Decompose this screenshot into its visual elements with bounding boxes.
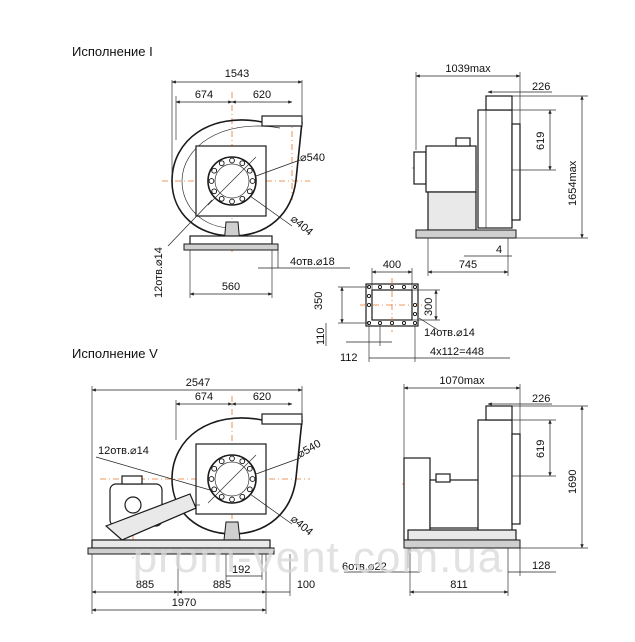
v5-side-small-label: 128 xyxy=(532,560,550,572)
title-variant-1: Исполнение I xyxy=(72,44,153,59)
v1-left-offset-label: 674 xyxy=(195,89,213,101)
v5-side-motor xyxy=(429,479,481,529)
flange-height-label: 300 xyxy=(423,298,435,316)
v5-width-label: 2547 xyxy=(186,377,210,389)
v5-side-motor-cover xyxy=(403,457,431,541)
v5-inlet-circle xyxy=(207,454,257,504)
v5-front-view: 2547 674 620 12отв.⌀14 ⌀540 ⌀404 192 885… xyxy=(87,377,323,614)
flange-left-small-label: 110 xyxy=(315,327,327,345)
v1-outlet-flange xyxy=(261,115,303,127)
v1-base-width-label: 560 xyxy=(222,281,240,293)
flange-bottom-small-label: 112 xyxy=(340,352,358,364)
watermark: prom-vent.com.ua xyxy=(133,533,504,582)
v5-holes-label: 12отв.⌀14 xyxy=(98,445,149,457)
v5-small-label: 192 xyxy=(232,564,250,576)
v1-holes-label: 12отв.⌀14 xyxy=(153,247,165,298)
v5-foot-holes-label: 6отв.⌀22 xyxy=(342,561,387,573)
v5-side-casing xyxy=(477,419,513,533)
v1-front-view: 1543 674 620 ⌀540 ⌀404 12отв.⌀14 560 4от… xyxy=(153,68,350,298)
v1-width-label: 1543 xyxy=(225,68,249,80)
flange-width-label: 400 xyxy=(383,259,401,271)
v1-outlet-offset-label: 226 xyxy=(532,81,550,93)
v1-inlet-circle xyxy=(207,156,257,206)
flange-holes-label: 14отв.⌀14 xyxy=(424,327,475,339)
v1-motor xyxy=(425,145,477,193)
outlet-flange-view: 400 300 350 110 14отв.⌀14 112 4x112=448 xyxy=(313,259,510,364)
v5-side-base xyxy=(403,539,521,549)
v5-base-1-label: 885 xyxy=(136,579,154,591)
v1-inlet-diameter-label: ⌀540 xyxy=(300,152,325,164)
title-variant-5: Исполнение V xyxy=(72,346,158,361)
v5-right-offset-label: 620 xyxy=(253,391,271,403)
v1-base xyxy=(183,243,279,251)
v1-outlet-height-label: 619 xyxy=(535,132,547,150)
v1-casing xyxy=(477,109,513,229)
v5-left-offset-label: 674 xyxy=(195,391,213,403)
flange-holes xyxy=(366,284,418,326)
v1-foot-holes-label: 4отв.⌀18 xyxy=(290,256,335,268)
flange-left-height-label: 350 xyxy=(313,292,325,310)
v5-outlet-offset-label: 226 xyxy=(532,393,550,405)
v5-depth-label: 1070max xyxy=(439,375,485,387)
v5-bolt-holes xyxy=(208,455,256,503)
v5-outlet-height-label: 619 xyxy=(535,440,547,458)
v5-base-total-label: 1970 xyxy=(172,597,196,609)
flange-pitch-label: 4x112=448 xyxy=(430,346,484,358)
v1-height-label: 1654max xyxy=(567,160,579,206)
v5-side-view: 1070max 226 619 1690 6отв.⌀22 128 811 xyxy=(342,375,588,596)
v1-bolt-holes xyxy=(208,157,256,205)
v1-right-offset-label: 620 xyxy=(253,89,271,101)
v1-side-view: 1039max 226 619 1654max 4 745 xyxy=(412,63,588,276)
v1-side-small-label: 4 xyxy=(496,244,502,256)
v5-outlet-flange xyxy=(261,413,303,425)
v5-base-2-label: 885 xyxy=(213,579,231,591)
v1-depth-label: 1039max xyxy=(445,63,491,75)
v1-base-depth-label: 745 xyxy=(459,259,477,271)
v5-height-label: 1690 xyxy=(567,470,579,494)
v1-side-base xyxy=(415,229,517,239)
v5-base-3-label: 100 xyxy=(297,579,315,591)
v5-base-depth-label: 811 xyxy=(450,579,468,591)
